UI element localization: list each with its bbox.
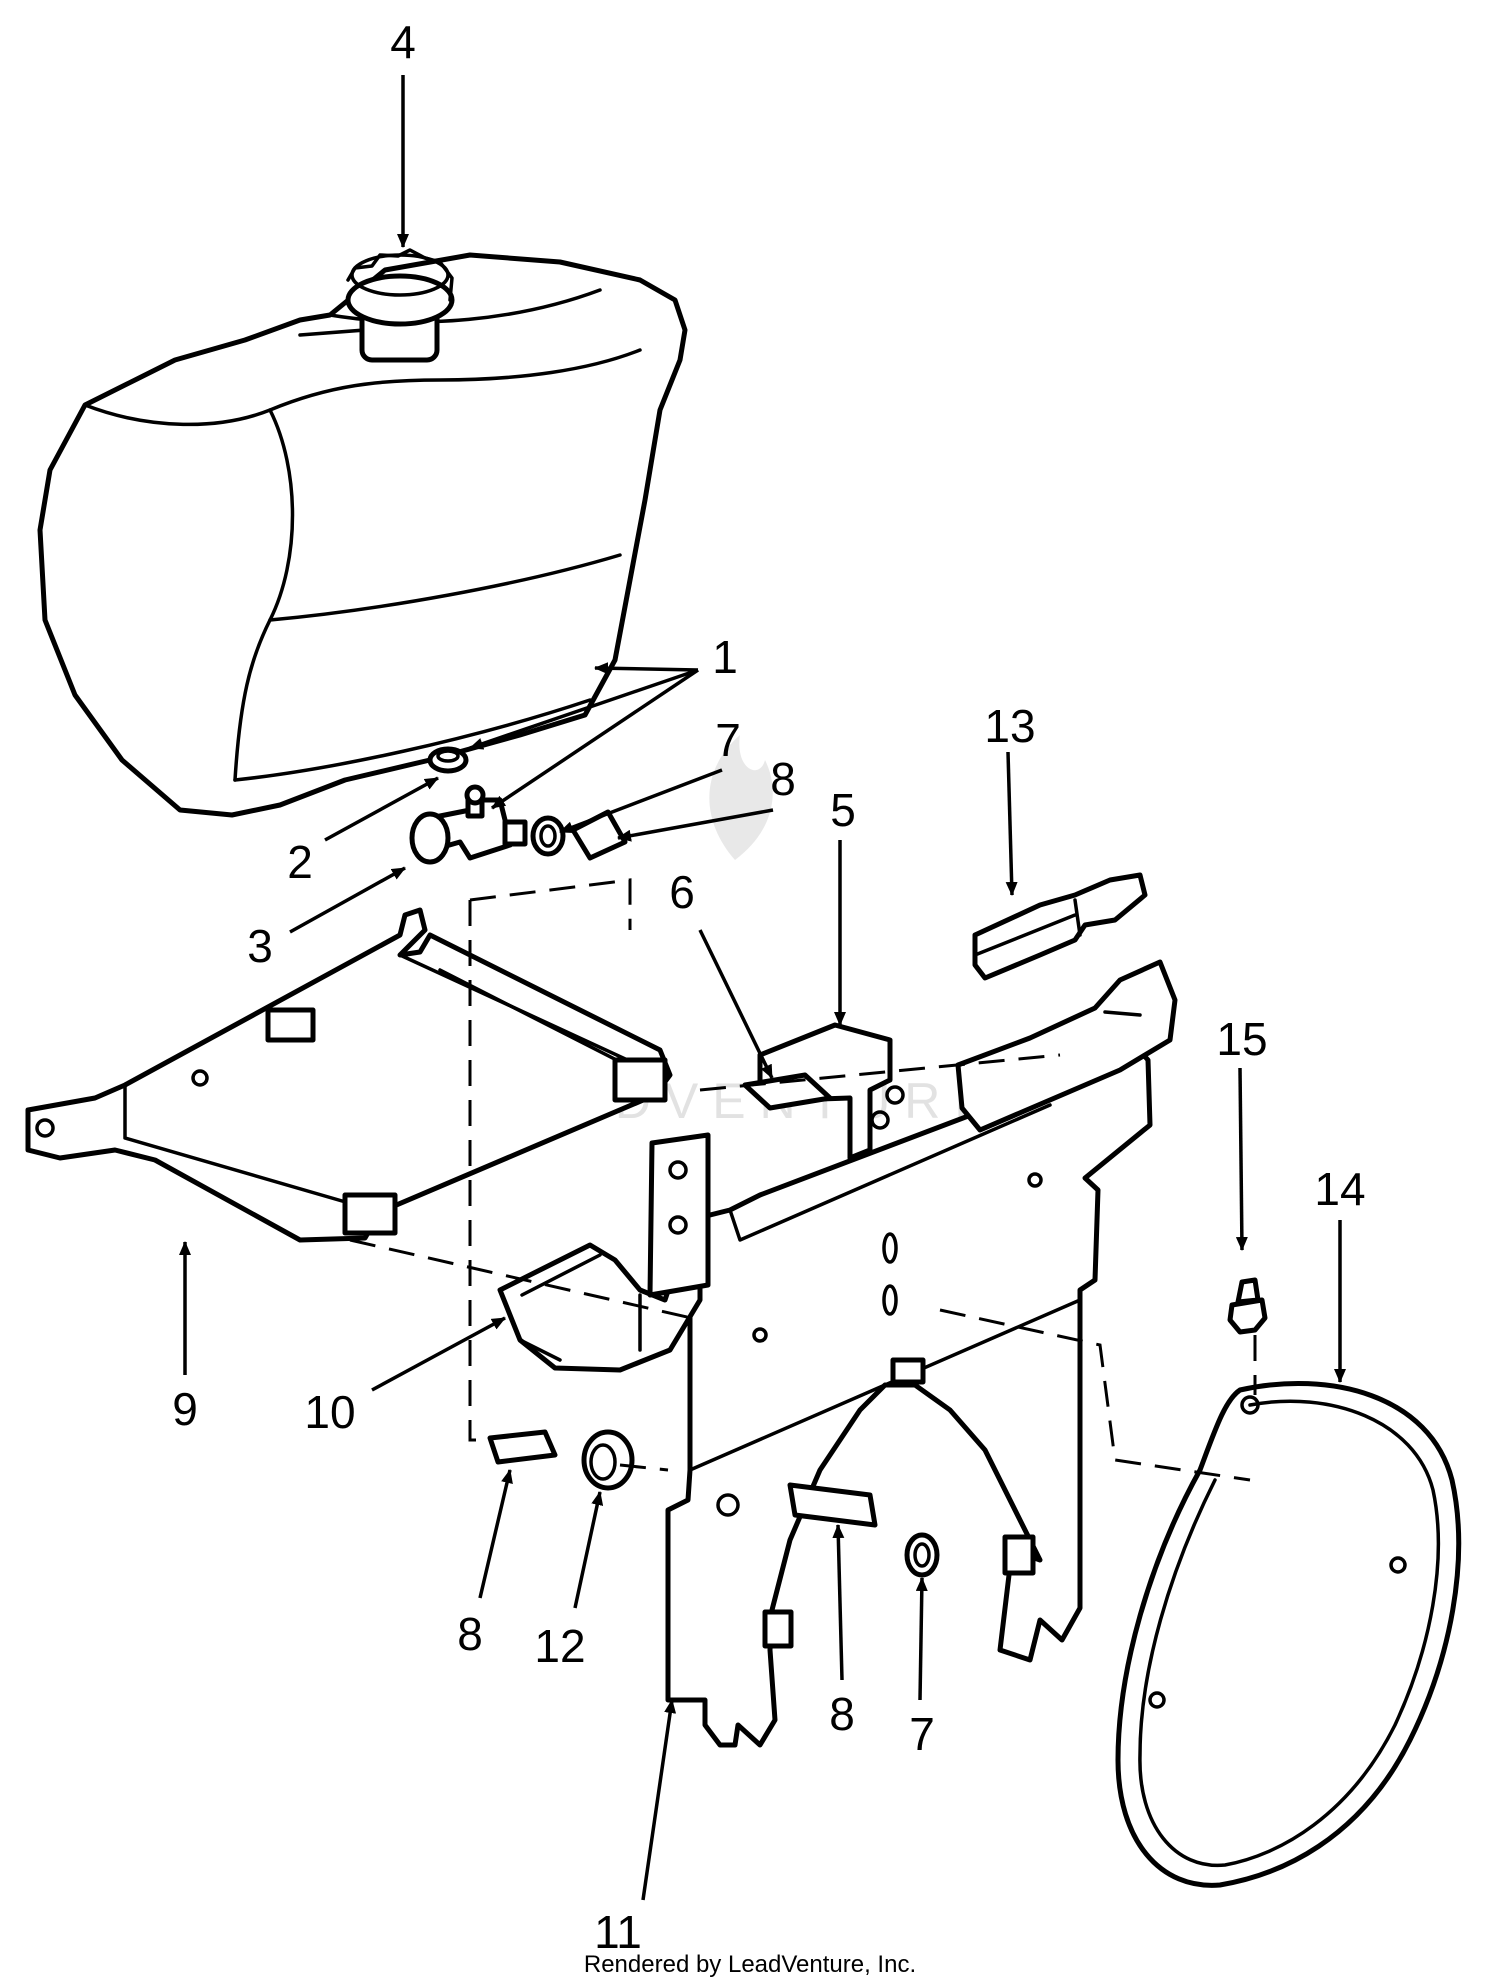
callout-11: 11 (594, 1906, 642, 1958)
callout-4: 4 (390, 16, 416, 68)
clip (972, 872, 1148, 981)
callout-7: 7 (715, 714, 741, 766)
lower-grommet (581, 1429, 635, 1491)
credit-text: Rendered by LeadVenture, Inc. (584, 1951, 916, 1978)
callout-8: 8 (770, 753, 796, 805)
callout-8: 8 (829, 1688, 855, 1740)
lower-hose-clamp (904, 1532, 940, 1578)
callout-14: 14 (1314, 1163, 1365, 1215)
callout-7: 7 (909, 1708, 935, 1760)
vertical-mount (647, 1132, 711, 1298)
arrow-icon (559, 768, 723, 834)
callout-8: 8 (457, 1608, 483, 1660)
arrow-icon (289, 866, 406, 934)
arrow-icon (1005, 751, 1018, 896)
callout-6: 6 (669, 866, 695, 918)
flame-logo-icon (709, 735, 773, 860)
leader-lines (179, 75, 1346, 1901)
callout-13: 13 (984, 700, 1035, 752)
arrow-icon (698, 929, 774, 1079)
arrow-icon (469, 668, 699, 750)
mounting-plate (665, 1037, 1153, 1748)
shutoff-valve (409, 784, 528, 865)
assembly-lines (349, 878, 1257, 1482)
grommet (427, 746, 469, 774)
callout-1: 1 (712, 631, 738, 683)
fitting (1227, 1277, 1268, 1335)
arrow-icon (324, 776, 439, 842)
lower-fuel-line (487, 1429, 878, 1528)
arrow-icon (573, 1491, 604, 1609)
arrow-icon (832, 1524, 845, 1681)
callout-12: 12 (534, 1620, 585, 1672)
arrow-icon (594, 662, 699, 675)
tank-bracket (25, 907, 673, 1243)
band (1115, 1381, 1462, 1888)
arrow-icon (1235, 1067, 1248, 1251)
callout-5: 5 (830, 784, 856, 836)
arrow-icon (491, 668, 699, 810)
callout-2: 2 (287, 836, 313, 888)
callout-3: 3 (247, 920, 273, 972)
callout-labels: 4 1 2 3 7 8 5 6 13 15 14 9 10 8 12 8 7 1… (172, 16, 1365, 1958)
callout-15: 15 (1216, 1013, 1267, 1065)
arrow-icon (617, 808, 774, 842)
callout-10: 10 (304, 1386, 355, 1438)
rail (955, 959, 1178, 1133)
bracket-block (742, 1022, 905, 1161)
arrow-icon (641, 1699, 677, 1901)
hose-clamp (530, 815, 566, 857)
arrow-icon (478, 1469, 513, 1599)
arrow-icon (915, 1577, 928, 1701)
filler-cap (345, 248, 455, 363)
callout-9: 9 (172, 1383, 198, 1435)
arrow-icon (371, 1316, 506, 1392)
